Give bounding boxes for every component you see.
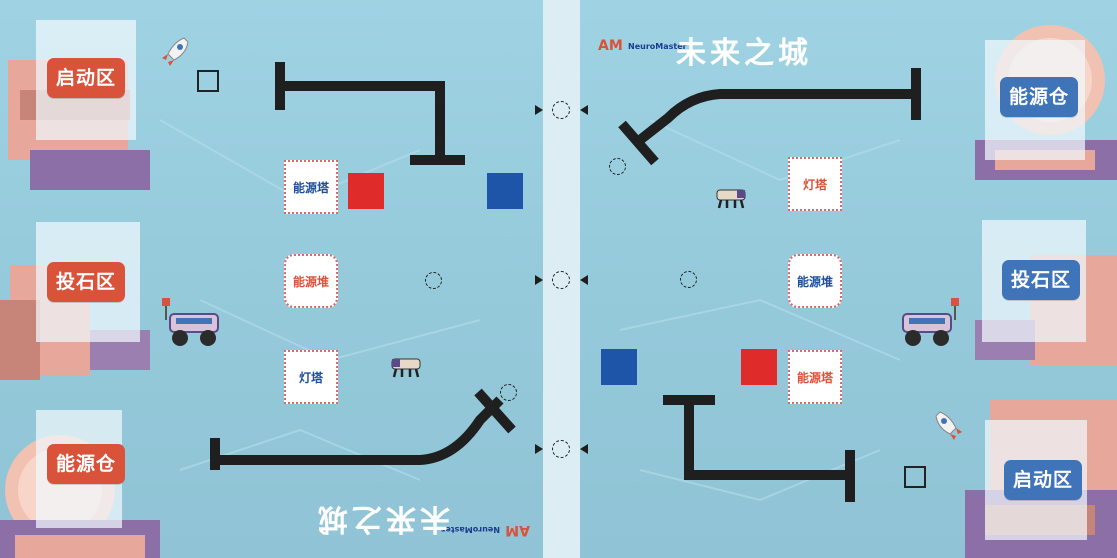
brand-name: NeuroMaster bbox=[628, 42, 687, 51]
left-energy-bin-label: 能源仓 bbox=[47, 444, 125, 484]
left-start-marker bbox=[197, 70, 219, 92]
left-energy-tower-station: 能源塔 bbox=[284, 160, 338, 214]
red-cube-target bbox=[348, 173, 384, 209]
left-start-zone-label: 启动区 bbox=[47, 58, 125, 98]
station-label: 能源塔 bbox=[292, 180, 329, 195]
brand-logo-mark: AM bbox=[505, 522, 530, 538]
robot-dog-icon bbox=[391, 358, 421, 378]
brand-logo-mark: AM bbox=[598, 38, 623, 54]
station-label: 能源塔 bbox=[796, 370, 833, 385]
station-label: 能源堆 bbox=[292, 274, 329, 289]
board-title: 未来之城 bbox=[676, 36, 812, 71]
brand-logo: AM bbox=[598, 38, 623, 54]
center-ring bbox=[552, 440, 570, 458]
right-ring bbox=[680, 271, 697, 288]
right-energy-tower-station: 能源塔 bbox=[788, 350, 842, 404]
rocket-icon bbox=[935, 411, 962, 440]
left-ring bbox=[425, 272, 442, 289]
station-label: 灯塔 bbox=[298, 370, 323, 385]
left-lighthouse-station: 灯塔 bbox=[284, 350, 338, 404]
right-top-ring bbox=[609, 158, 626, 175]
right-energy-pile-station: 能源堆 bbox=[788, 254, 842, 308]
right-lighthouse-station: 灯塔 bbox=[788, 157, 842, 211]
arrow-left-icon bbox=[580, 105, 588, 115]
right-throw-zone-label: 投石区 bbox=[1002, 260, 1080, 300]
center-ring bbox=[552, 101, 570, 119]
board-title: 未来之城 bbox=[314, 501, 450, 536]
right-start-marker bbox=[904, 466, 926, 488]
station-label: 灯塔 bbox=[802, 177, 827, 192]
arrow-right-icon bbox=[535, 105, 543, 115]
rover-icon bbox=[902, 298, 959, 346]
rover-icon bbox=[162, 298, 219, 346]
blue-cube-target bbox=[487, 173, 523, 209]
rocket-icon bbox=[162, 37, 189, 66]
left-bottom-ring bbox=[500, 384, 517, 401]
arrow-right-icon bbox=[535, 444, 543, 454]
arrow-right-icon bbox=[535, 275, 543, 285]
robot-dog-icon bbox=[716, 189, 746, 209]
arrow-left-icon bbox=[580, 275, 588, 285]
brand-name: NeuroMaster bbox=[441, 525, 500, 534]
board-title-rotated: AM NeuroMaster 未来之城 bbox=[300, 498, 530, 538]
right-energy-bin-label: 能源仓 bbox=[1000, 77, 1078, 117]
station-label: 能源堆 bbox=[796, 274, 833, 289]
track-walls bbox=[210, 62, 921, 502]
arrow-left-icon bbox=[580, 444, 588, 454]
red-cube-target bbox=[741, 349, 777, 385]
blue-cube-target bbox=[601, 349, 637, 385]
right-start-zone-label: 启动区 bbox=[1004, 460, 1082, 500]
left-energy-pile-station: 能源堆 bbox=[284, 254, 338, 308]
center-ring bbox=[552, 271, 570, 289]
left-throw-zone-label: 投石区 bbox=[47, 262, 125, 302]
